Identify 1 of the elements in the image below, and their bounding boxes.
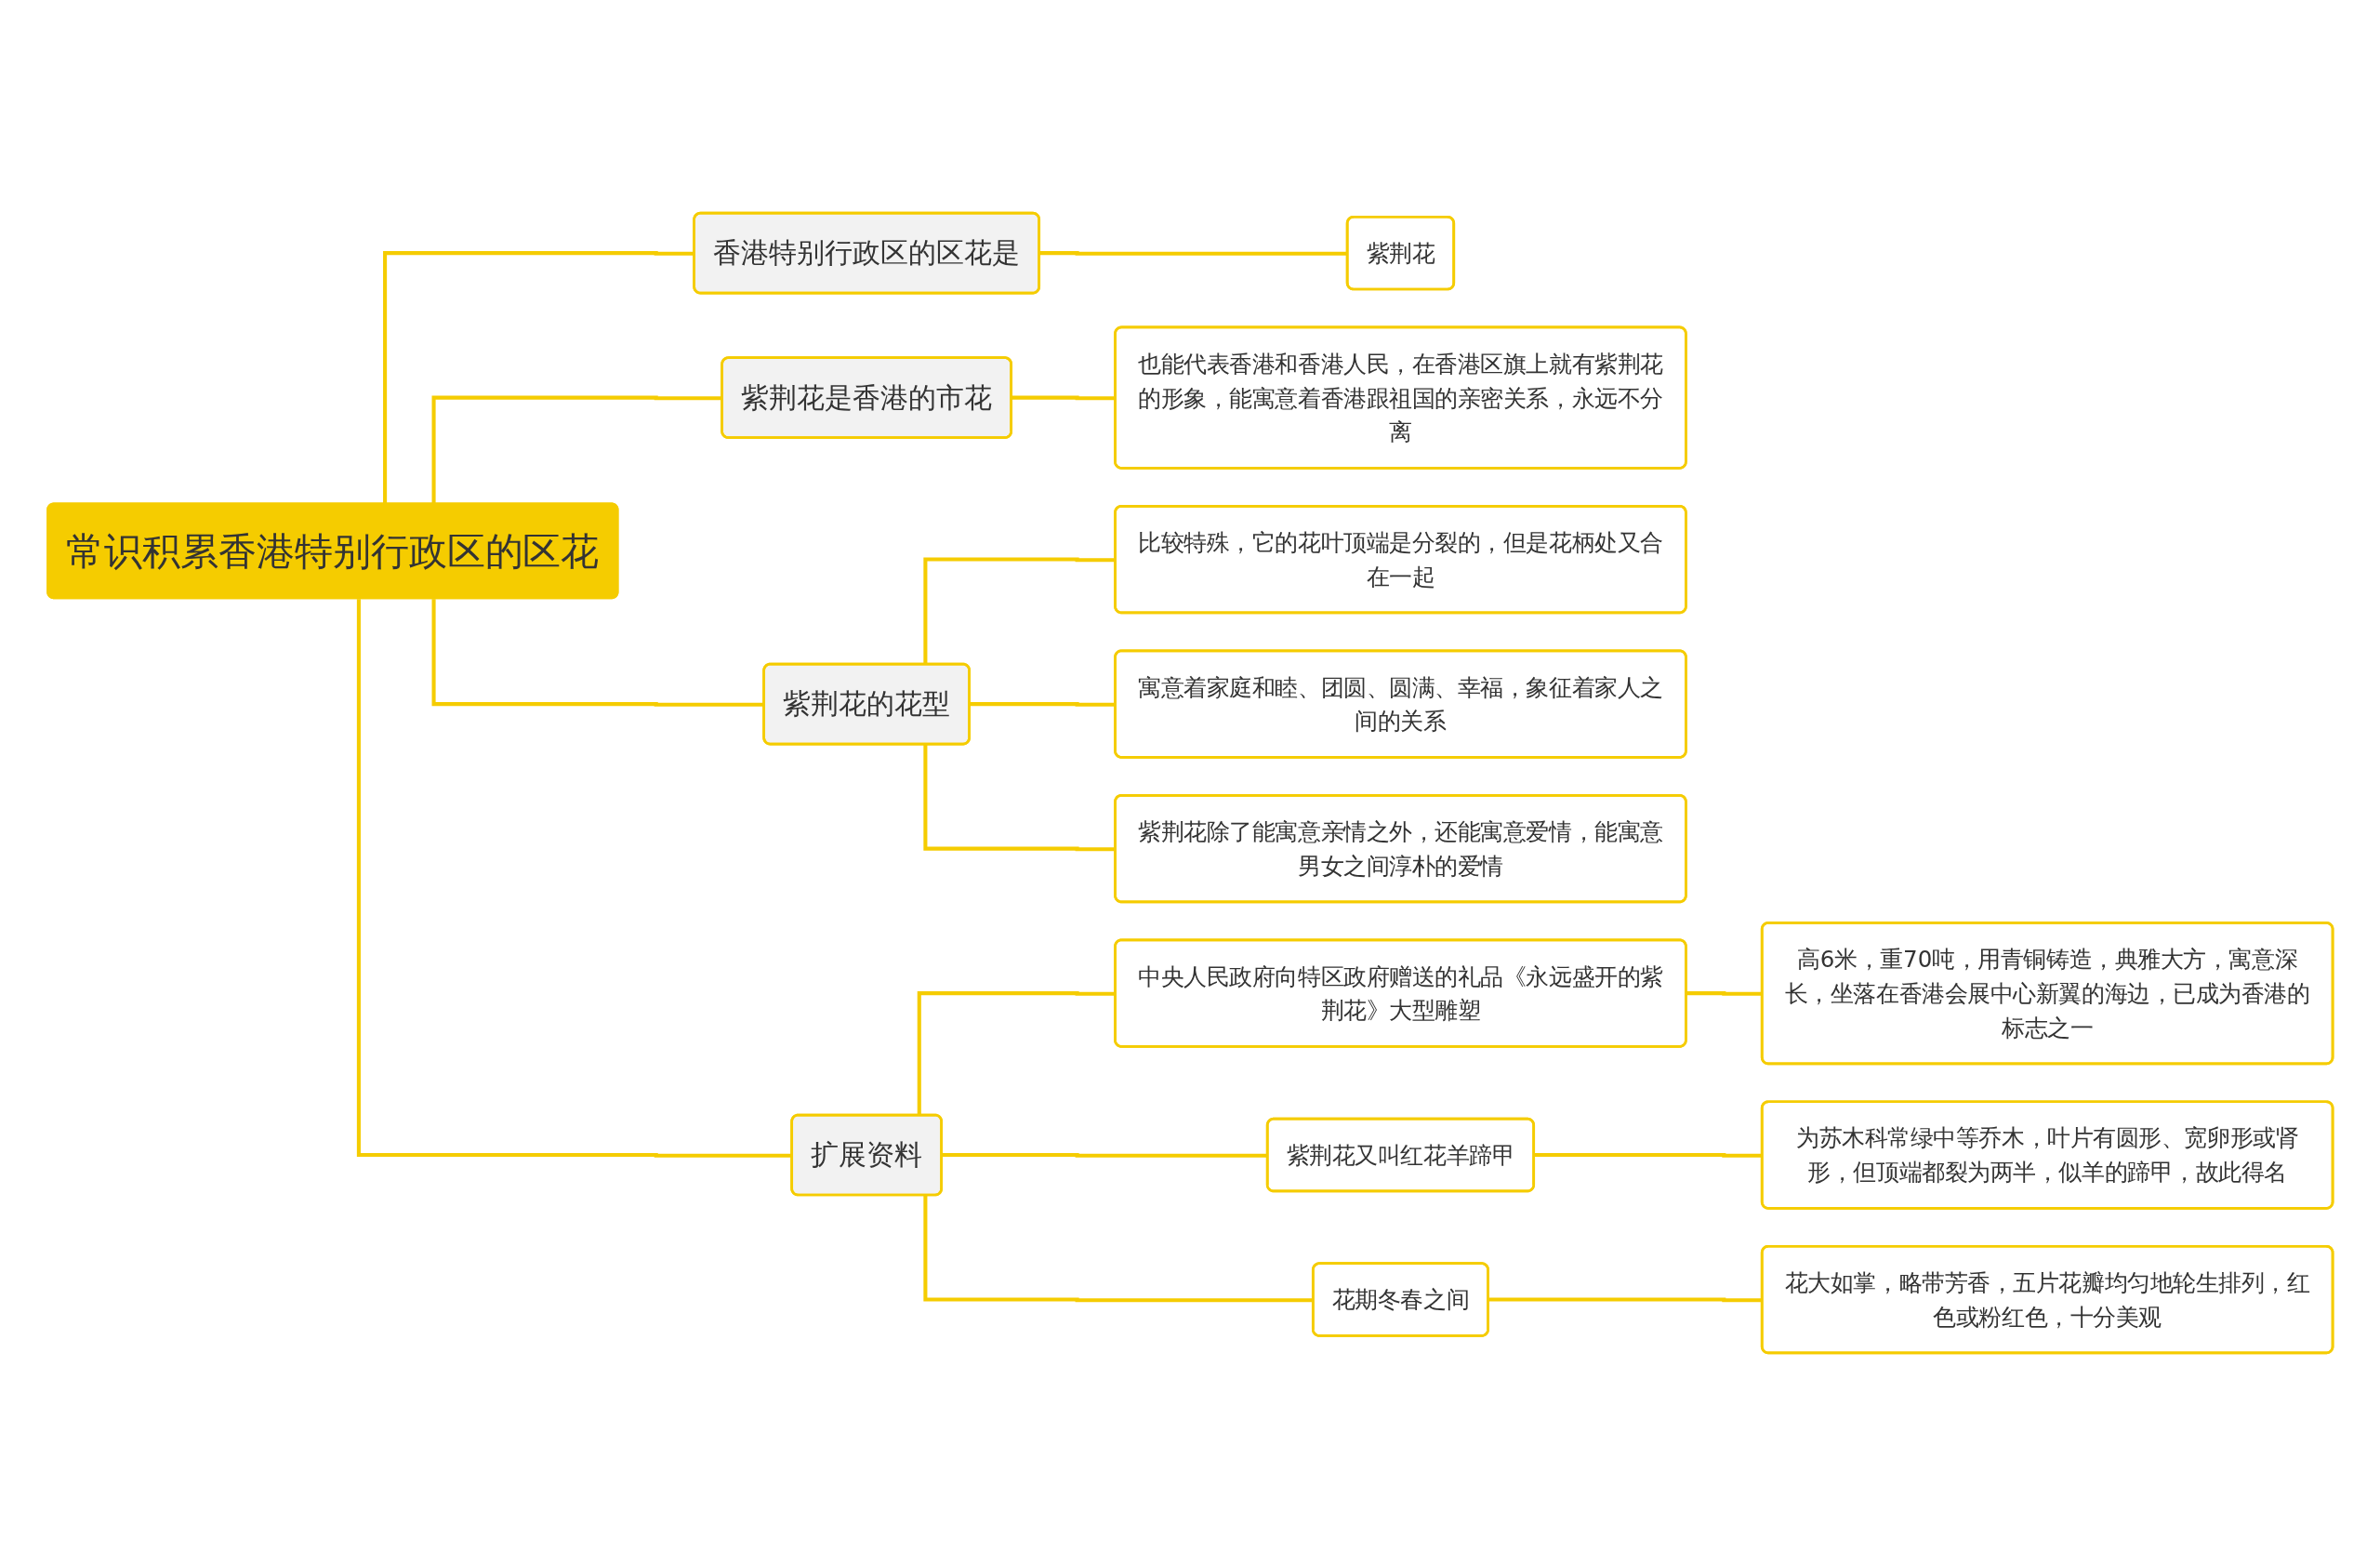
connector: [923, 1195, 1314, 1302]
